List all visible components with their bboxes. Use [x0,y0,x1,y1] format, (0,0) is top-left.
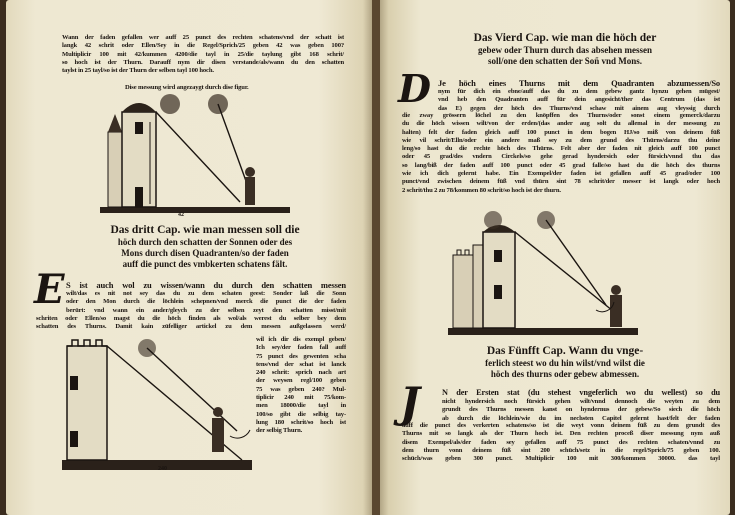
text-line: langk 42 schrit oder Ellen/Sey in die Re… [62,42,344,50]
chapter-4-paragraph: Je höch eines Thurns mit dem Quadranten … [438,78,720,113]
text-line: nym für dich ein ebne/auff das du zu dem… [438,88,720,95]
heading-line: gebew oder Thurn durch das absehen messe… [477,45,653,55]
figure-caption: Dise messung wird angezaygt durch dise f… [125,84,249,91]
text-line: tiplicir 240 mit 75/kom- [256,394,346,402]
text-line: tens/vnd der schat ist lanck [256,360,346,368]
text-line: der selbig Thurn. [256,427,303,435]
text-line: 100/so gibt die selbig tay- [256,410,346,418]
text-line: grundt des Thurns messen kanst on hynder… [442,406,720,414]
text-line: men 18000/die tayl in [256,402,346,410]
text-line: oder 45 grad/des vndern Circkels/so gehe… [402,153,720,161]
heading-line: Das Vierd Cap. wie man die höch der [473,32,657,44]
text-line: Multiplicir 100 mit 42/kummen 4200/die t… [62,50,344,58]
text-line: schüch/was geben 300 punct. Multiplicir … [402,455,720,463]
text-line: wie vil schrit/Elln/oder ein andere maß … [402,136,720,144]
heading-line: Mons durch disen Quadranten/so der faden [121,248,289,258]
text-line: wil ich dir dis exempl geben/ [256,336,346,343]
chapter-3-paragraph-cont: schriten oder Ellen/so magst du die höch… [36,315,346,332]
heading-line: Das Fünfft Cap. Wann du vnge- [486,345,644,357]
drop-cap: J [400,378,420,427]
text-line: 240 schrit: sprich nach art [256,369,346,377]
text-line: ab durch die löchlein/wie du im nechsten… [442,414,720,422]
heading-line: höch des thurns oder gebew abmessen. [490,369,640,379]
text-line: der weysen regl/100 geben [256,377,346,385]
text-line: berürt: vnd wann ein ander/gleych zu der… [66,306,346,314]
drop-cap: E [34,266,65,313]
text-line: 75 was geben 240? Mul- [256,385,346,393]
text-line: N der Ersten stat (du stehest vngeferlic… [442,388,720,397]
drop-cap: D [398,66,431,111]
tower-shadow-figure-2 [62,339,252,470]
heading-line: ferlich steest wo du hin wilst/vnd wilst… [485,358,645,368]
text-line: schatten des Thurns. Damit kain züfellig… [36,323,346,331]
text-line: 75 punct des gewenten scha [256,352,346,360]
text-line: wilt/das es nit not sey das du zu dem sc… [66,290,346,297]
chapter-4-paragraph-cont: die zway grössern löchel zu den knöpffen… [402,112,720,195]
chapter-5-paragraph: N der Ersten stat (du stehest vngeferlic… [442,388,720,423]
chapter-3-heading: Das dritt Cap. wie man messen soll die h… [80,224,330,270]
text-line: Ich sey/der faden fall auff [256,344,346,352]
tower-shadow-figure-1 [100,94,290,213]
heading-line: soll/one den schatten der Soñ vnd Mons. [487,56,643,66]
text-line: das E) gegen der höch des Thurns/vnd sch… [438,104,720,112]
tower-sighting-figure [448,211,638,335]
text-line: S ist auch wol zu wissen/wann du durch d… [66,280,346,290]
text-line: Wann der faden gefallen wer auff 25 punc… [62,34,344,41]
text-line: so hoch ist der Thurn. Darauff nym dir d… [62,58,344,66]
text-line: auff die punct des verkerten schatens/so… [402,422,720,429]
chapter-4-heading: Das Vierd Cap. wie man die höch der gebe… [430,32,700,67]
text-line: lung 180 schrit/so hoch ist [256,418,346,426]
figure-1-measure-label: 42 [178,212,184,218]
text-line: Je höch eines Thurns mit dem Quadranten … [438,78,720,88]
heading-line: höch durch den schatten der Sonnen oder … [117,237,293,247]
text-line: halten) felt der faden gleich auff 100 p… [402,128,720,136]
text-line: 2 schrit/thu 2 zu 78/kommen 80 schrit/so… [402,186,561,194]
text-line: punct/vnd zwischen deinem füß vnd thürn … [402,178,720,186]
text-line: disem Exempel/als/der faden sey gefallen… [402,438,720,446]
chapter-5-paragraph-cont: auff die punct des verkerten schatens/so… [402,422,720,463]
text-line: vnd heb den Quadranten auff für dein ang… [438,96,720,104]
text-line: schriten oder Ellen/so magst du die höch… [36,315,346,322]
text-line: du die höch wissen wilt/von der erden/(d… [402,120,720,128]
text-line: wie ich dich gelernt habe. Ein Exempel/d… [402,170,720,178]
heading-line: Das dritt Cap. wie man messen soll die [110,224,300,236]
text-line: leng/so hast du die rechte höch des Thür… [402,145,720,153]
chapter-5-heading: Das Fünfft Cap. Wann du vnge- ferlich st… [440,345,690,380]
text-line: oder den Mon durch die löchlein schepnen… [66,298,346,306]
figure-2-measure-label: 240 [158,466,167,472]
text-line: taylst in 25 tayl/so ist der Thurn der s… [62,67,214,75]
intro-paragraph: Wann der faden gefallen wer auff 25 punc… [62,34,344,75]
text-line: dem thurn vonn deinem füß sint 200 schüc… [402,446,720,454]
text-line: Thurns mit so langk als der Thurn hoch i… [402,430,720,438]
example-side-text: wil ich dir dis exempl geben/ Ich sey/de… [256,336,346,436]
chapter-3-paragraph: S ist auch wol zu wissen/wann du durch d… [66,280,346,315]
text-line: nicht hyndersich noch fürsich gehen wilt… [442,398,720,405]
heading-line: auff die punct des vmbkerten schatens fä… [122,259,288,269]
text-line: die zway grössern löchel zu den knöpffen… [402,112,720,119]
right-page [378,0,730,515]
book-gutter [372,0,380,515]
text-line: so lang/biß der faden auff 100 punct ode… [402,161,720,169]
